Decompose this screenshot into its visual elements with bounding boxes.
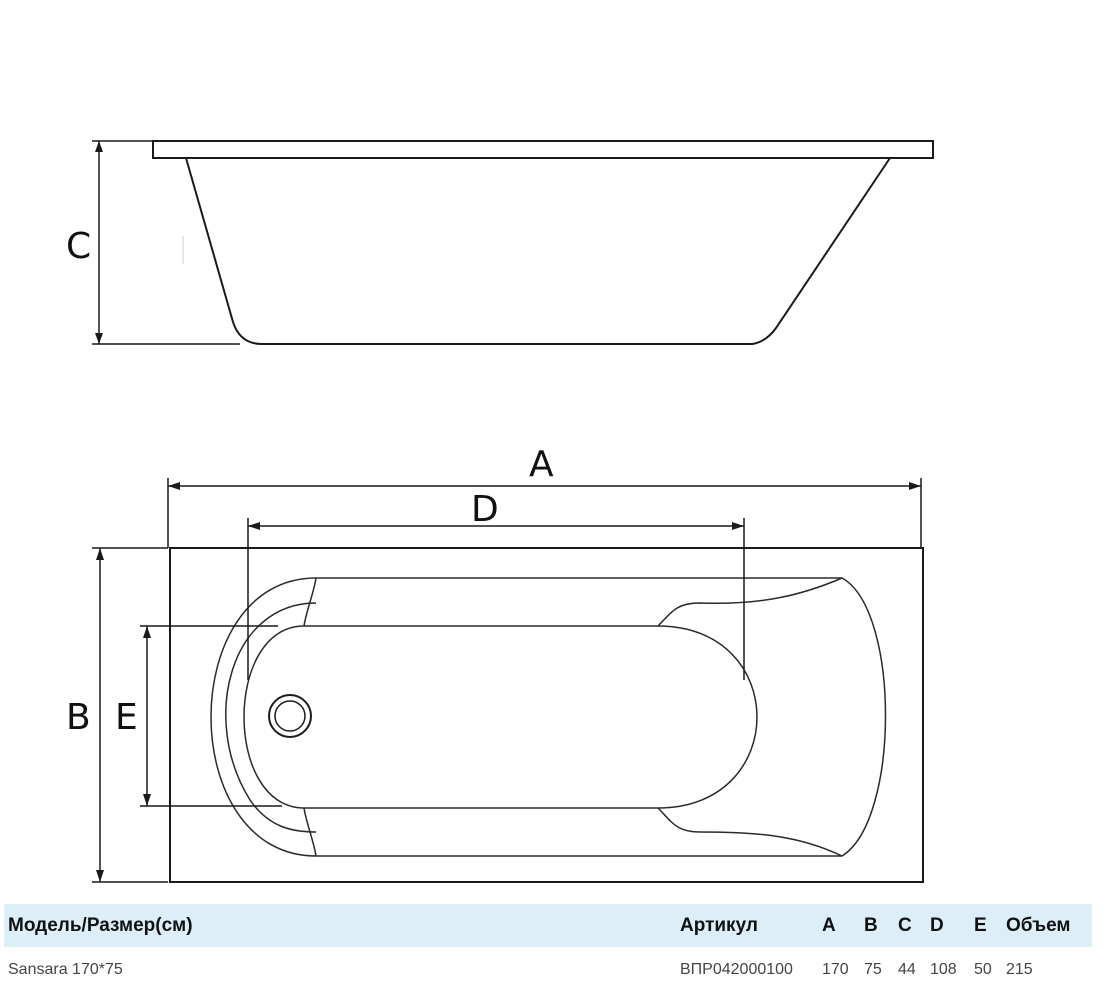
header-article: Артикул (680, 904, 822, 947)
drain-outer (268, 694, 312, 738)
top-view: A D B E (66, 444, 924, 883)
table-header-row: Модель/Размер(см) Артикул A B C D E Объе… (4, 904, 1092, 947)
basin-ledge-right-top (657, 577, 843, 627)
basin-ledge-right-bottom (657, 807, 843, 857)
tub-body-profile (185, 157, 891, 345)
header-a: A (822, 904, 864, 947)
e-arrow-bottom (143, 794, 151, 806)
cell-a: 170 (822, 961, 849, 978)
bathtub-dimension-drawing: C A D B (66, 140, 934, 883)
cell-article: ВПР042000100 (680, 961, 793, 978)
basin-ledge-left-top (303, 577, 317, 627)
dimension-label-e: E (115, 697, 138, 738)
d-arrow-left (248, 522, 260, 530)
header-d: D (930, 904, 974, 947)
a-arrow-left (168, 482, 180, 490)
c-arrow-top (95, 141, 103, 152)
cell-e: 50 (974, 961, 992, 978)
basin-outer-contour (210, 577, 887, 857)
dimension-label-c: C (66, 226, 91, 267)
b-arrow-bottom (96, 870, 104, 882)
drain-inner (274, 700, 306, 732)
cell-volume: 215 (1006, 961, 1033, 978)
tub-rim (152, 140, 934, 159)
dimension-label-d: D (471, 489, 499, 530)
cell-d: 108 (930, 961, 957, 978)
header-model: Модель/Размер(см) (4, 904, 680, 947)
cell-b: 75 (864, 961, 882, 978)
table-row: Sansara 170*75 ВПР042000100 170 75 44 10… (4, 947, 1092, 993)
tub-outer-frame (169, 547, 924, 883)
d-arrow-right (732, 522, 744, 530)
basin-ledge-contour (225, 602, 317, 833)
basin-ledge-left-bottom (303, 807, 317, 857)
c-arrow-bottom (95, 333, 103, 344)
header-b: B (864, 904, 898, 947)
a-arrow-right (909, 482, 921, 490)
spec-table: Модель/Размер(см) Артикул A B C D E Объе… (4, 904, 1092, 993)
b-arrow-top (96, 548, 104, 560)
e-arrow-top (143, 626, 151, 638)
header-c: C (898, 904, 930, 947)
side-view: C (66, 140, 934, 345)
basin-floor (243, 625, 758, 809)
dimension-label-a: A (529, 444, 554, 485)
dimension-label-b: B (66, 697, 91, 738)
cell-c: 44 (898, 961, 916, 978)
header-e: E (974, 904, 1006, 947)
header-volume: Объем (1006, 904, 1092, 947)
cell-model: Sansara 170*75 (8, 961, 123, 978)
